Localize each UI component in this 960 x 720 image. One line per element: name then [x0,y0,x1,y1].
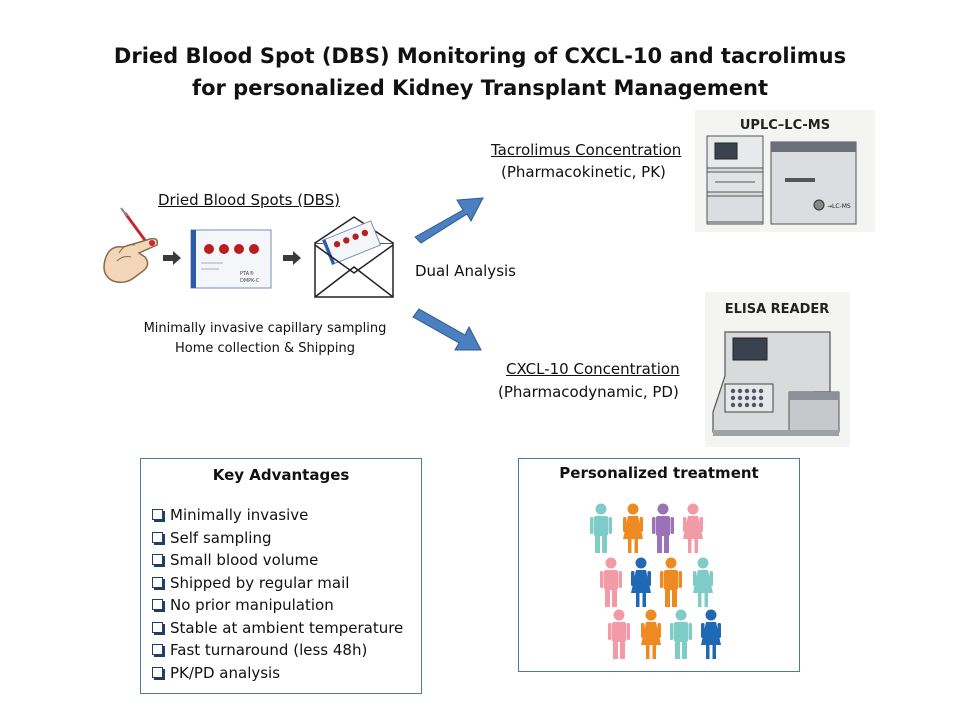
elisa-title: ELISA READER [725,302,830,317]
pk-subtitle: (Pharmacokinetic, PK) [501,163,666,181]
advantage-item: PK/PD analysis [152,662,421,685]
dbs-label: Dried Blood Spots (DBS) [158,191,340,209]
female-person-icon [693,557,713,607]
advantage-label: Fast turnaround (less 48h) [170,641,368,659]
dual-analysis-label: Dual Analysis [415,262,516,280]
advantage-item: Stable at ambient temperature [152,617,421,640]
advantage-item: Self sampling [152,527,421,550]
advantage-item: Small blood volume [152,549,421,572]
advantage-label: Self sampling [170,528,272,547]
personalized-treatment-title: Personalized treatment [559,464,759,482]
male-person-icon [660,557,682,607]
advantage-label: Shipped by regular mail [170,573,350,592]
advantage-item: Fast turnaround (less 48h) [152,639,421,662]
pd-title: CXCL-10 Concentration [506,360,680,378]
page-subtitle: for personalized Kidney Transplant Manag… [191,76,769,100]
step-arrow-icon [283,251,301,265]
page-title: Dried Blood Spot (DBS) Monitoring of CXC… [113,44,847,68]
key-advantages-box: Key Advantages Minimally invasive Self s… [140,458,422,694]
uplc-title: UPLC–LC-MS [740,118,830,133]
dbs-card-icon: PTA® DMPK-C [190,229,272,289]
female-person-icon [701,609,721,659]
pd-subtitle: (Pharmacodynamic, PD) [498,383,679,401]
personalized-treatment-box: Personalized treatment [518,458,800,672]
uplc-tag: →LC-MS [827,203,851,210]
male-person-icon [590,503,612,553]
dbs-caption-1: Minimally invasive capillary sampling [143,321,387,336]
male-person-icon [652,503,674,553]
pk-title: Tacrolimus Concentration [491,141,682,159]
checkbox-icon [152,554,163,565]
advantage-item: No prior manipulation [152,594,421,617]
finger-prick-icon [103,207,159,284]
dbs-caption-2: Home collection & Shipping [174,341,355,356]
female-person-icon [641,609,661,659]
arrow-to-pk-icon [414,197,484,244]
male-person-icon [608,609,630,659]
card-text-2: DMPK-C [240,278,260,284]
envelope-icon [314,216,394,298]
checkbox-icon [152,576,163,588]
advantage-label: PK/PD analysis [170,663,281,682]
analysis-arrows [412,197,484,351]
elisa-reader-instrument: ELISA READER [705,292,850,447]
checkbox-icon [152,666,163,678]
people-group [590,503,721,659]
step-arrow-icon [163,251,181,265]
card-text-1: PTA® [240,270,254,277]
checkbox-icon [152,599,163,610]
female-person-icon [623,503,643,553]
advantage-label: Minimally invasive [170,506,309,524]
advantage-item: Shipped by regular mail [152,572,421,595]
advantage-item: Minimally invasive [152,504,421,527]
uplc-lcms-instrument: UPLC–LC-MS →LC-MS [695,110,875,232]
advantage-label: Small blood volume [170,551,319,569]
advantage-label: Stable at ambient temperature [170,618,404,637]
male-person-icon [670,609,692,659]
female-person-icon [631,557,651,607]
female-person-icon [683,503,703,553]
checkbox-icon [152,509,163,520]
advantage-label: No prior manipulation [170,596,334,614]
checkbox-icon [152,531,163,543]
checkbox-icon [152,644,163,655]
key-advantages-title: Key Advantages [212,466,350,484]
dbs-workflow-illustration: PTA® DMPK-C [103,207,394,298]
male-person-icon [600,557,622,607]
checkbox-icon [152,621,163,633]
key-advantages-list: Minimally invasive Self sampling Small b… [141,504,421,684]
arrow-to-pd-icon [412,308,482,351]
